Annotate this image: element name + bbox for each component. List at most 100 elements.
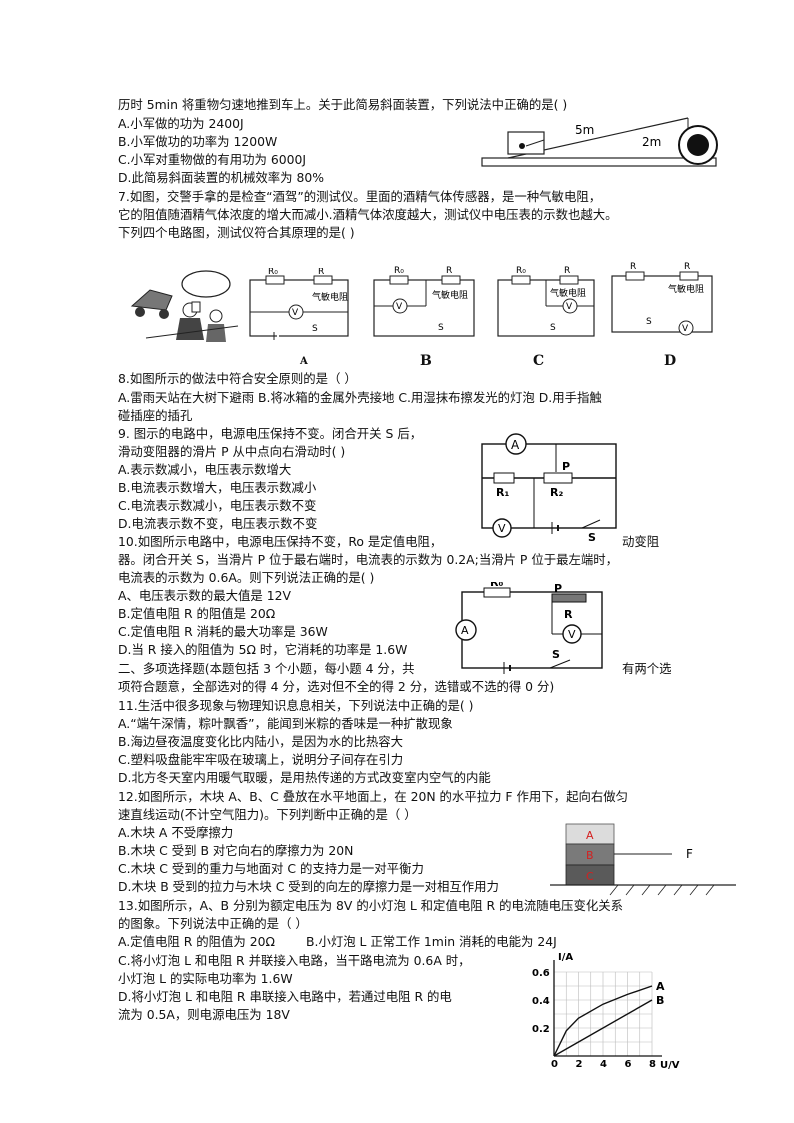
svg-text:V: V <box>396 302 403 312</box>
series-label-B: B <box>656 994 664 1007</box>
q11-option-c: C.塑料吸盘能牢牢吸在玻璃上，说明分子间存在引力 <box>118 752 404 767</box>
q9-option-b: B.电流表示数增大，电压表示数减小 <box>118 480 317 495</box>
svg-text:R: R <box>564 608 573 621</box>
svg-text:V: V <box>566 302 573 312</box>
q13-option-b: B.小灯泡 L 正常工作 1min 消耗的电能为 24J <box>306 934 557 949</box>
box <box>507 131 545 155</box>
q11-option-d: D.北方冬天室内用暖气取暖，是用热传递的方式改变室内空气的内能 <box>118 770 491 785</box>
q10-line-1: 10.如图所示电路中，电源电压保持不变，Ro 是定值电阻， <box>118 534 443 549</box>
q9-option-c: C.电流表示数减小，电压表示数不变 <box>118 498 317 513</box>
x-tick-label: 0 <box>551 1059 558 1070</box>
x-axis-label: U/V <box>660 1060 680 1070</box>
q6-option-b: B.小军做功的功率为 1200W <box>118 134 278 149</box>
q11-option-a: A.“端午深情，粽叶飘香”，能闻到米粽的香味是一种扩散现象 <box>118 716 453 731</box>
y-tick-label: 0.6 <box>532 968 550 979</box>
circuit-d: R R 气敏电阻 V S <box>611 262 713 336</box>
svg-text:气敏电阻: 气敏电阻 <box>550 287 586 299</box>
q12-line-1: 12.如图所示，木块 A、B、C 叠放在水平地面上，在 20N 的水平拉力 F … <box>118 789 629 804</box>
svg-text:V: V <box>682 324 689 334</box>
svg-text:R: R <box>318 268 324 277</box>
q9-line-1: 9. 图示的电路中，电源电压保持不变。闭合开关 S 后， <box>118 426 423 441</box>
svg-text:P: P <box>562 460 570 473</box>
section-2-line-2: 项符合题意，全部选对的得 4 分，选对但不全的得 2 分，选错或不选的得 0 分… <box>118 679 555 694</box>
q13-option-d-1: D.将小灯泡 L 和电阻 R 串联接入电路中，若通过电阻 R 的电 <box>118 989 452 1004</box>
q12-line-2: 速直线运动(不计空气阻力)。下列判断中正确的是（ ） <box>118 807 417 822</box>
q11-stem: 11.生活中很多现象与物理知识息息相关，下列说法中正确的是( ) <box>118 698 474 713</box>
x-tick-label: 8 <box>649 1059 656 1070</box>
svg-text:R: R <box>564 266 570 276</box>
q8-stem: 8.如图所示的做法中符合安全原则的是（ ） <box>118 371 357 386</box>
incline-figure: 5m 2m <box>481 117 718 167</box>
q10-option-b: B.定值电阻 R 的阻值是 20Ω <box>118 606 276 621</box>
q8-line-2: A.雷雨天站在大树下避雨 B.将冰箱的金属外壳接地 C.用湿抹布擦发光的灯泡 D… <box>118 390 602 405</box>
q10-option-c: C.定值电阻 R 消耗的最大功率是 36W <box>118 624 328 639</box>
section-2-line-1: 二、多项选择题(本题包括 3 个小题，每小题 4 分，共 <box>118 661 415 676</box>
q6-option-a: A.小军做的功为 2400J <box>118 116 244 131</box>
svg-text:S: S <box>588 531 596 542</box>
section-2-line-1-tail: 有两个选 <box>622 661 672 676</box>
svg-text:A: A <box>511 438 520 452</box>
x-tick-label: 2 <box>576 1059 583 1070</box>
q13-line-1: 13.如图所示，A、B 分别为额定电压为 8V 的小灯泡 L 和定值电阻 R 的… <box>118 898 624 913</box>
q7-line-1: 7.如图，交警手拿的是检查“酒驾”的测试仪。里面的酒精气体传感器，是一种气敏电阻… <box>118 189 602 204</box>
svg-text:S: S <box>646 317 652 327</box>
choice-label-b: B <box>420 353 432 369</box>
series-label-A: A <box>656 980 665 993</box>
svg-text:R: R <box>630 262 636 272</box>
svg-text:R: R <box>684 262 690 272</box>
q11-option-b: B.海边昼夜温度变化比内陆小，是因为水的比热容大 <box>118 734 404 749</box>
q10-option-a: A、电压表示数的最大值是 12V <box>118 588 291 603</box>
q10-circuit: R₀ P R V A S <box>455 582 603 674</box>
choice-label-d: D <box>664 353 677 369</box>
svg-text:气敏电阻: 气敏电阻 <box>432 289 468 301</box>
q9-option-d: D.电流表示数不变，电压表示数不变 <box>118 516 318 531</box>
svg-text:V: V <box>568 628 576 641</box>
q10-line-2: 器。闭合开关 S，当滑片 P 位于最右端时，电流表的示数为 0.2A;当滑片 P… <box>118 552 619 567</box>
box-dot <box>519 143 525 149</box>
slope-label: 5m <box>575 123 594 137</box>
svg-text:R₀: R₀ <box>394 266 404 276</box>
svg-text:S: S <box>550 323 556 333</box>
q13-line-2: 的图象。下列说法中正确的是（ ） <box>118 916 308 931</box>
svg-text:S: S <box>552 648 560 661</box>
svg-text:P: P <box>554 582 562 595</box>
ground-board <box>481 157 717 167</box>
blocks-figure: A B C F <box>550 823 736 896</box>
svg-text:V: V <box>292 308 299 318</box>
q13-option-a: A.定值电阻 R 的阻值为 20Ω <box>118 934 275 949</box>
q9-option-a: A.表示数减小，电压表示数增大 <box>118 462 292 477</box>
q7-line-2: 它的阻值随酒精气体浓度的增大而减小.酒精气体浓度越大，测试仪中电压表的示数也越大… <box>118 207 618 222</box>
x-tick-label: 6 <box>625 1059 632 1070</box>
svg-text:R: R <box>446 266 452 276</box>
svg-text:R₀: R₀ <box>490 582 503 589</box>
q7-line-3: 下列四个电路图，测试仪符合其原理的是( ) <box>118 225 355 240</box>
y-tick-label: 0.4 <box>532 996 550 1007</box>
q10-option-d: D.当 R 接入的阻值为 5Ω 时，它消耗的功率是 1.6W <box>118 642 408 657</box>
choice-label-a: A <box>300 356 308 367</box>
svg-text:V: V <box>498 522 506 535</box>
q12-option-a: A.木块 A 不受摩擦力 <box>118 825 234 840</box>
svg-text:S: S <box>312 324 318 334</box>
q10-line-3: 电流表的示数为 0.6A。则下列说法正确的是( ) <box>118 570 375 585</box>
q13-option-c-2: 小灯泡 L 的实际电功率为 1.6W <box>118 971 293 986</box>
q6-option-d: D.此简易斜面装置的机械效率为 80% <box>118 170 325 185</box>
q9-line-2: 滑动变阻器的滑片 P 从中点向右滑动时( ) <box>118 444 346 459</box>
circuit-a: R₀ R V 气敏电阻 S <box>249 268 349 342</box>
y-tick-label: 0.2 <box>532 1024 550 1035</box>
svg-text:气敏电阻: 气敏电阻 <box>312 291 348 303</box>
svg-text:S: S <box>438 323 444 333</box>
circuit-c: R₀ R V 气敏电阻 S <box>497 266 595 337</box>
svg-text:R₁: R₁ <box>496 486 509 499</box>
block-c-label: C <box>586 870 594 883</box>
police-illustration <box>130 270 239 342</box>
height-label: 2m <box>642 135 661 149</box>
svg-text:R₂: R₂ <box>550 486 563 499</box>
choice-label-c: C <box>533 353 545 369</box>
push-arrow <box>525 139 545 147</box>
q13-option-d-2: 流为 0.5A，则电源电压为 18V <box>118 1007 290 1022</box>
q6-stem: 历时 5min 将重物匀速地推到车上。关于此简易斜面装置，下列说法中正确的是( … <box>118 97 568 112</box>
q13-option-c-1: C.将小灯泡 L 和电阻 R 并联接入电路，当干路电流为 0.6A 时， <box>118 953 471 968</box>
force-label: F <box>686 847 693 861</box>
q8-line-3: 碰插座的插孔 <box>118 408 193 423</box>
q6-option-c: C.小军对重物做的有用功为 6000J <box>118 152 307 167</box>
